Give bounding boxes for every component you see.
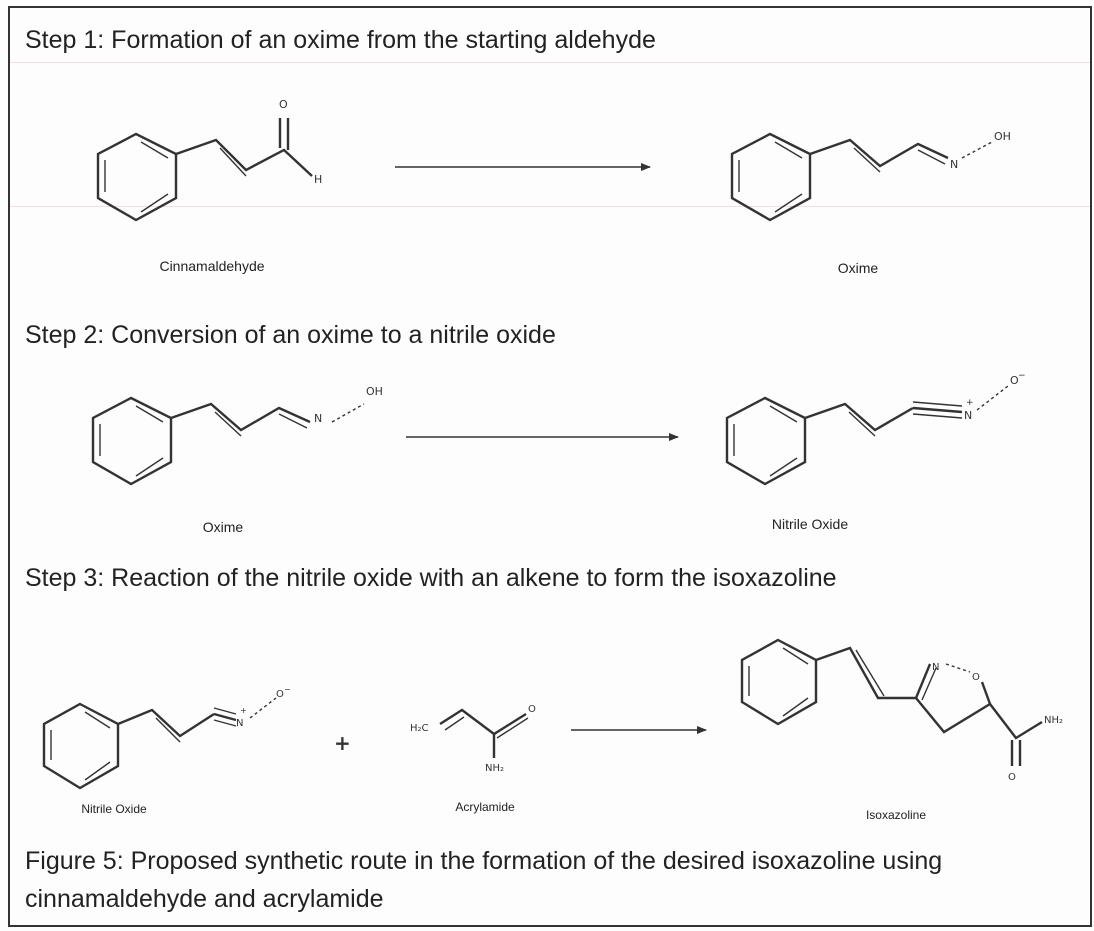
atom-n-plus: N <box>964 409 972 422</box>
atom-n: N <box>932 662 939 673</box>
minus-charge: − <box>1018 371 1026 381</box>
guide-line <box>10 62 1090 63</box>
label-isoxazoline: Isoxazoline <box>865 808 927 822</box>
atom-oh: OH <box>994 130 1011 143</box>
plus-operator: + <box>334 731 351 755</box>
minus-charge: − <box>284 685 291 694</box>
atom-h2c: H₂C <box>410 723 429 734</box>
atom-o: O <box>972 672 980 683</box>
label-nitrile-oxide: Nitrile Oxide <box>771 516 849 532</box>
caption-line-1: Figure 5: Proposed synthetic route in th… <box>25 847 943 875</box>
step2-heading: Step 2: Conversion of an oxime to a nitr… <box>25 321 556 349</box>
atom-n: N <box>950 158 958 171</box>
oxime-structure: N OH <box>91 385 383 486</box>
atom-o: O <box>1008 772 1016 783</box>
isoxazoline-structure: N O NH₂ O <box>740 638 1063 783</box>
atom-o: O <box>528 704 536 715</box>
atom-n: N <box>314 412 322 425</box>
plus-charge: + <box>966 398 974 408</box>
atom-h: H <box>314 173 322 186</box>
label-acrylamide: Acrylamide <box>455 800 515 814</box>
acrylamide-structure: H₂C O NH₂ <box>410 704 536 774</box>
atom-o: O <box>279 98 288 111</box>
atom-nh2: NH₂ <box>1044 715 1063 726</box>
step3-heading: Step 3: Reaction of the nitrile oxide wi… <box>25 564 837 592</box>
nitrile-oxide-structure: N + O − <box>42 685 291 790</box>
atom-o-minus: O <box>1010 374 1019 387</box>
caption-line-2: cinnamaldehyde and acrylamide <box>25 885 384 913</box>
cinnamaldehyde-structure: O H <box>96 98 322 222</box>
atom-o-minus: O <box>276 689 284 700</box>
figure-frame <box>8 6 1092 927</box>
plus-charge: + <box>240 706 247 715</box>
guide-line <box>10 206 1090 207</box>
figure-caption: Figure 5: Proposed synthetic route in th… <box>25 842 1065 918</box>
atom-nh2: NH₂ <box>485 763 504 774</box>
atom-oh: OH <box>366 385 383 398</box>
label-oxime: Oxime <box>837 260 879 276</box>
label-cinnamaldehyde: Cinnamaldehyde <box>159 258 265 274</box>
oxime-structure: N OH <box>730 130 1011 222</box>
nitrile-oxide-structure: N + O − <box>725 371 1026 486</box>
step1-heading: Step 1: Formation of an oxime from the s… <box>25 26 656 54</box>
label-oxime: Oxime <box>202 519 244 535</box>
label-nitrile-oxide: Nitrile Oxide <box>81 802 147 816</box>
atom-n-plus: N <box>236 718 243 729</box>
